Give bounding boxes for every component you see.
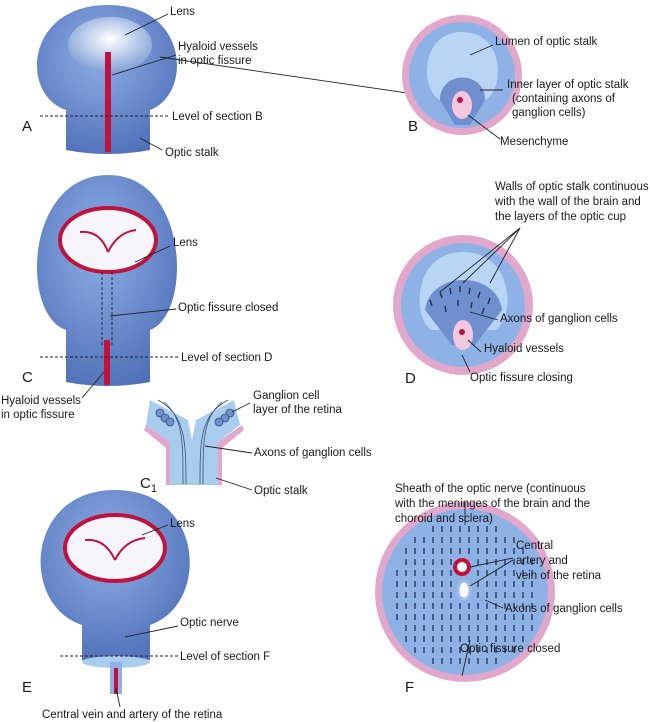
label-central-vein-artery: Central vein and artery of the retina bbox=[42, 709, 223, 721]
panel-label-d: D bbox=[405, 370, 416, 387]
label-axons-d: Axons of ganglion cells bbox=[500, 313, 618, 325]
panel-b: B Lumen of optic stalk Inner layer of op… bbox=[402, 15, 629, 148]
label-axons-c1: Axons of ganglion cells bbox=[254, 447, 372, 459]
label-walls-1: Walls of optic stalk continuous bbox=[495, 181, 649, 193]
central-vessels-e bbox=[114, 668, 118, 694]
label-lumen: Lumen of optic stalk bbox=[495, 36, 598, 48]
label-ganglion-1: Ganglion cell bbox=[253, 390, 319, 402]
central-artery bbox=[453, 558, 471, 576]
label-sheath-1: Sheath of the optic nerve (continuous bbox=[395, 483, 586, 495]
hyaloid-vessel-c bbox=[104, 340, 110, 385]
label-mesenchyme: Mesenchyme bbox=[500, 136, 568, 148]
label-hyaloid-d: Hyaloid vessels bbox=[484, 343, 564, 355]
panel-c: C Lens Optic fissure closed Level of sec… bbox=[1, 175, 278, 421]
panel-d: D Walls of optic stalk continuous with t… bbox=[393, 181, 649, 387]
lens-c bbox=[58, 206, 158, 274]
lens-e bbox=[63, 513, 167, 583]
label-hyaloid-c-1: Hyaloid vessels bbox=[1, 395, 81, 407]
ganglion-cells bbox=[155, 408, 235, 427]
label-inner-1: Inner layer of optic stalk bbox=[507, 79, 629, 91]
label-central-1: Central bbox=[516, 540, 553, 552]
label-central-2: artery and bbox=[516, 555, 568, 567]
hyaloid-vessel-a bbox=[105, 52, 111, 152]
label-hyaloid-c-2: in optic fissure bbox=[1, 409, 75, 421]
panel-a: A Lens Hyaloid vessels in optic fissure … bbox=[22, 5, 463, 159]
label-lens-c: Lens bbox=[173, 237, 198, 249]
label-fissure-closed-c: Optic fissure closed bbox=[178, 302, 278, 314]
panel-label-b: B bbox=[408, 118, 418, 135]
label-central-3: vein of the retina bbox=[516, 570, 602, 582]
label-walls-3: the layers of the optic cup bbox=[495, 211, 626, 223]
label-optic-stalk-a: Optic stalk bbox=[165, 147, 219, 159]
lens-a bbox=[68, 17, 152, 73]
label-level-d: Level of section D bbox=[181, 352, 272, 364]
label-hyaloid-a-2: in optic fissure bbox=[178, 55, 252, 67]
label-axons-f: Axons of ganglion cells bbox=[505, 603, 623, 615]
label-sheath-2: with the meninges of the brain and the bbox=[394, 498, 590, 510]
label-optic-stalk-c1: Optic stalk bbox=[254, 485, 308, 497]
panel-label-e: E bbox=[22, 679, 32, 696]
panel-label-f: F bbox=[405, 679, 414, 696]
label-fissure-closed-f: Optic fissure closed bbox=[460, 643, 560, 655]
label-hyaloid-a-1: Hyaloid vessels bbox=[178, 41, 258, 53]
panel-label-a: A bbox=[22, 118, 32, 135]
label-sheath-3: choroid and sclera) bbox=[395, 513, 493, 525]
label-lens-a: Lens bbox=[170, 6, 195, 18]
label-fissure-closing: Optic fissure closing bbox=[470, 372, 573, 384]
label-lens-e: Lens bbox=[170, 518, 195, 530]
axon-fibers bbox=[396, 526, 533, 664]
central-vein bbox=[456, 579, 472, 601]
hyaloid-vessel-b bbox=[457, 97, 463, 103]
label-inner-2: (containing axons of bbox=[512, 93, 616, 105]
label-ganglion-2: layer of the retina bbox=[253, 404, 342, 416]
label-level-f: Level of section F bbox=[180, 651, 270, 663]
label-level-b: Level of section B bbox=[172, 111, 263, 123]
panel-f: F Sheath of the optic nerve (continuous … bbox=[375, 483, 623, 696]
panel-c1: C1 Ganglion cell layer of the retina Axo… bbox=[140, 390, 372, 497]
label-walls-2: with the wall of the brain and bbox=[494, 196, 641, 208]
panel-label-c1: C1 bbox=[140, 475, 157, 495]
hyaloid-vessel-d bbox=[459, 329, 465, 335]
label-inner-3: ganglion cells) bbox=[512, 107, 586, 119]
panel-label-c: C bbox=[22, 369, 33, 386]
label-optic-nerve: Optic nerve bbox=[180, 617, 239, 629]
panel-e: E Lens Optic nerve Level of section F Ce… bbox=[22, 490, 270, 721]
